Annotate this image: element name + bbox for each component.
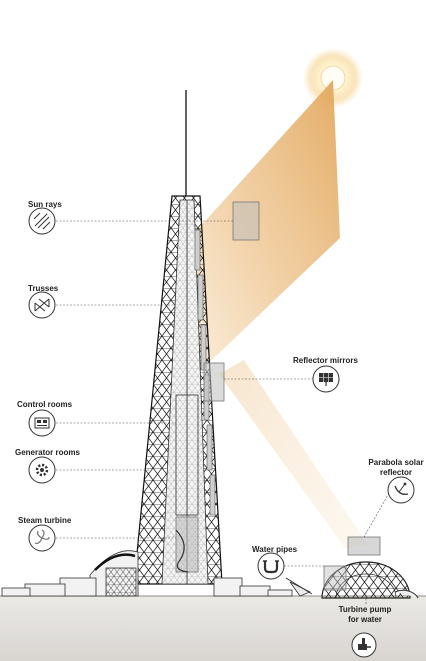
label-water-pipes: Water pipes	[252, 545, 298, 554]
label-parabola-line1: Parabola solar	[368, 458, 424, 467]
pump-icon	[351, 632, 377, 658]
truss-icon	[28, 291, 56, 319]
label-parabola-line2: reflector	[379, 468, 412, 477]
base-buildings	[1, 550, 293, 597]
label-steam-turbine: Steam turbine	[18, 516, 72, 525]
pipes-detail-box	[323, 565, 347, 591]
reflected-beam	[219, 360, 368, 548]
sun-rays-icon	[28, 207, 56, 235]
label-turbine-pump: Turbine pump for water	[334, 605, 396, 625]
label-trusses: Trusses	[28, 284, 59, 293]
label-turbine-pump-line2: for water	[348, 615, 382, 624]
pipe-icon	[257, 552, 285, 580]
label-control-rooms: Control rooms	[17, 400, 73, 409]
label-reflector-mirrors: Reflector mirrors	[293, 356, 358, 365]
gear-icon	[28, 456, 56, 484]
parabola-dome	[285, 561, 419, 599]
label-turbine-pump-line1: Turbine pump	[338, 605, 392, 614]
sun-beam	[197, 80, 340, 374]
label-generator-rooms: Generator rooms	[15, 448, 80, 457]
reflector-detail-box	[203, 362, 225, 402]
turbine-detail-box	[175, 516, 199, 573]
sun-rays-detail-box	[232, 201, 260, 241]
solar-panel-icon	[312, 365, 340, 393]
label-sun-rays: Sun rays	[28, 200, 62, 209]
turbine-icon	[28, 524, 56, 552]
parabola-reflector-icon	[387, 476, 415, 504]
control-panel-icon	[28, 409, 56, 437]
label-parabola-solar-reflector: Parabola solar reflector	[368, 458, 424, 478]
parabola-detail-box	[347, 536, 381, 556]
leader-lines	[56, 220, 390, 604]
